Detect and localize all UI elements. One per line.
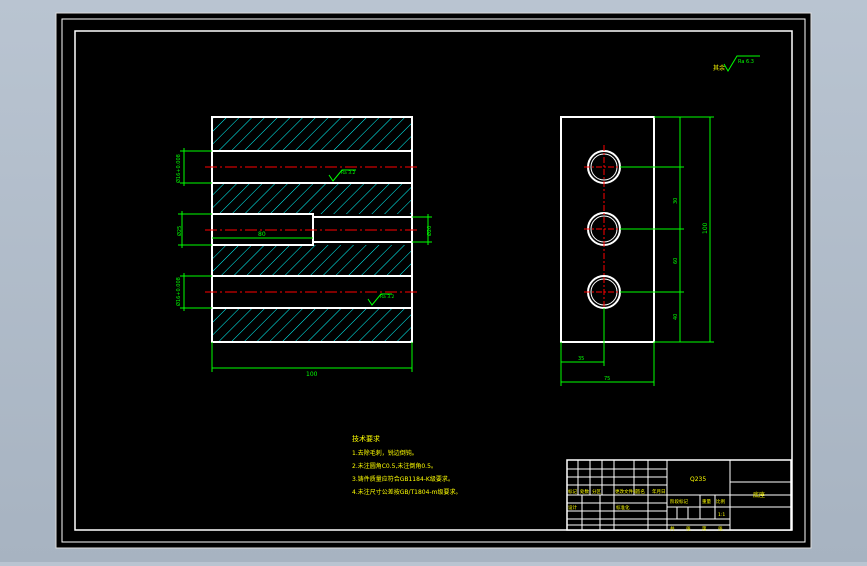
tb-label-mark: 标记: [568, 488, 577, 495]
roughness-upper: Ra 3.2: [328, 169, 356, 182]
tb-label-stage: 阶段标记: [670, 498, 688, 505]
tb-label-ratio: 比例: [716, 498, 725, 505]
tb-sheet-total: 共: [670, 525, 675, 532]
hatch-band-2: [212, 183, 412, 214]
tol-lower-hole: Ø16+0.008: [175, 277, 182, 306]
sheet-background: [55, 12, 812, 549]
outer-frame: [61, 18, 806, 543]
left-bore-dia: Ø25: [176, 226, 183, 236]
general-roughness-prefix: 其余: [713, 64, 725, 72]
hatch-band-4: [212, 308, 412, 342]
note-item-3: 3.铸件质量应符合GB1184-K级要求。: [352, 475, 454, 483]
tb-material: Q235: [690, 476, 706, 483]
tb-label-zone: 分区: [592, 488, 601, 495]
side-dim-offset: 35: [578, 356, 584, 362]
side-dim-spacing-3: 40: [673, 314, 679, 320]
note-item-2: 2.未注圆角C0.5,未注倒角0.5。: [352, 462, 437, 470]
tb-label-date: 年月日: [652, 488, 666, 495]
tb-sheet-unit-2: 张: [718, 525, 723, 532]
side-overall-width: 75: [604, 376, 610, 382]
tb-label-weight: 重量: [702, 498, 711, 505]
side-view: 30 60 40 100 35 75: [560, 116, 714, 386]
side-dim-spacing-2: 60: [673, 258, 679, 264]
tb-scale: 1:1: [718, 512, 725, 518]
roughness-lower: Ra 3.2: [367, 293, 395, 306]
hatch-band-1: [212, 118, 412, 151]
side-overall-height: 100: [702, 222, 709, 234]
right-bore-dia: Ø20: [426, 226, 433, 236]
svg-text:Ra 3.2: Ra 3.2: [341, 170, 356, 176]
tb-label-change-doc: 更改文件号: [615, 488, 638, 495]
front-view: Ø16+0.008 Ø25 Ø16+0.008 Ø20 80 100 Ra 3.…: [175, 116, 433, 378]
front-overall-width: 100: [306, 371, 318, 378]
svg-text:Ra 3.2: Ra 3.2: [380, 294, 395, 300]
tol-upper-hole: Ø16+0.008: [175, 154, 182, 183]
general-roughness-text: Ra 6.3: [738, 59, 754, 65]
tb-label-design: 设计: [568, 504, 577, 511]
left-bore-depth: 80: [258, 231, 266, 238]
tb-part-name: 底座: [753, 491, 765, 499]
note-item-1: 1.去除毛刺，锐边倒钝。: [352, 449, 418, 457]
tb-sheet-no: 第: [702, 525, 707, 532]
notes-title: 技术要求: [352, 434, 380, 443]
side-dim-spacing-1: 30: [673, 198, 679, 204]
title-block: 标记 处数 分区 更改文件号 签名 年月日 设计 标准化 阶段标记 重量 比例 …: [566, 459, 792, 532]
tb-sheet-unit-1: 张: [686, 525, 691, 532]
technical-notes: 技术要求 1.去除毛刺，锐边倒钝。 2.未注圆角C0.5,未注倒角0.5。 3.…: [352, 434, 461, 496]
tb-label-standard: 标准化: [616, 504, 630, 511]
note-item-4: 4.未注尺寸公差按GB/T1804-m级要求。: [352, 488, 461, 496]
tb-label-signature: 签名: [636, 488, 645, 495]
general-roughness-symbol: 其余 Ra 6.3: [713, 55, 760, 72]
inner-frame: [74, 30, 793, 531]
hatch-band-3: [212, 245, 412, 276]
tb-label-count: 处数: [580, 488, 589, 495]
